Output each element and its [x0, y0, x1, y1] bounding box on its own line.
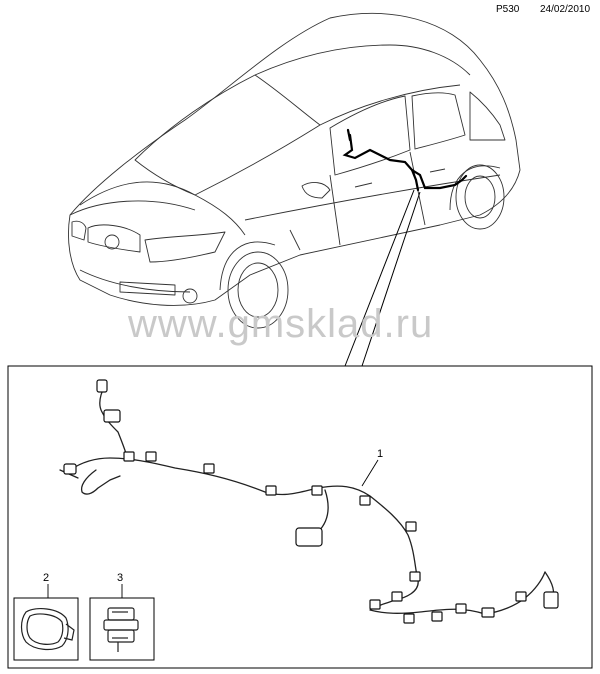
callout-3: 3 [117, 572, 124, 584]
clip-icon [103, 607, 139, 652]
inset-grommet [13, 584, 79, 661]
callout-1-leader [361, 459, 379, 487]
page-date: 24/02/2010 [540, 4, 591, 15]
harness-connectors [63, 379, 559, 624]
callout-1: 1 [377, 448, 384, 460]
leader-lines [344, 189, 421, 367]
callout-2: 2 [43, 572, 50, 584]
wiring-harness-icon [342, 128, 468, 192]
watermark: www.gmsklad.ru [128, 302, 434, 346]
page-code: P530 [496, 4, 520, 15]
vehicle-outline-icon [68, 13, 521, 329]
harness-detail [59, 384, 555, 615]
grommet-icon [20, 608, 75, 651]
inset-clip [89, 584, 155, 661]
detail-frame [7, 365, 593, 669]
